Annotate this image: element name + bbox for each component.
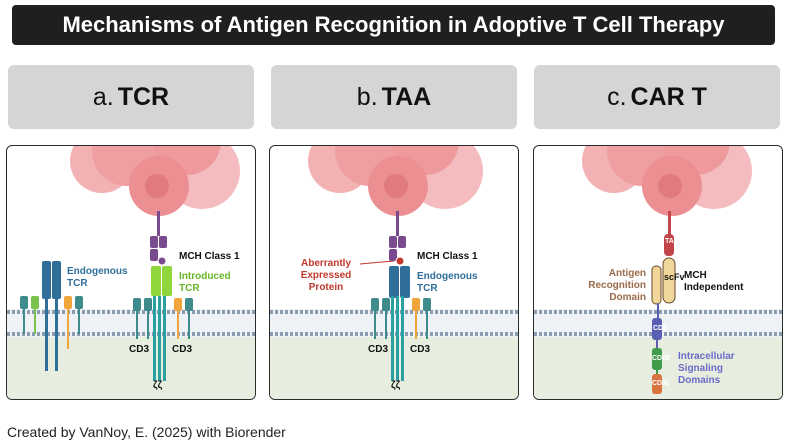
endogenous-tcr-label: Endogenous TCR xyxy=(67,266,128,289)
header-name: TCR xyxy=(117,82,170,111)
cd28-label: CD28 xyxy=(652,355,670,362)
mhc-class-1-label: MCH Class 1 xyxy=(417,251,478,262)
cd3-left-label: CD3 xyxy=(368,344,389,355)
aberrant-pointer-line xyxy=(359,260,395,265)
header-letter: c. xyxy=(607,82,627,111)
cd3-left-label: CD3 xyxy=(129,344,150,355)
tcr-illustration xyxy=(7,146,255,399)
endogenous-tcr-label: Endogenous TCR xyxy=(417,271,478,294)
header-letter: b. xyxy=(356,82,378,111)
antigen-recognition-domain-label: Antigen Recognition Domain xyxy=(588,268,646,303)
panel-car-t: TAA scFv Antigen Recognition Domain MCH … xyxy=(533,145,783,400)
zeta-chain-label: ζζ xyxy=(153,380,163,391)
aberrant-protein-label: Aberrantly Expressed Protein xyxy=(300,258,352,293)
header-letter: a. xyxy=(92,82,114,111)
page-title: Mechanisms of Antigen Recognition in Ado… xyxy=(12,5,775,45)
panel-tcr: Endogenous TCR MCH Class 1 Introduced TC… xyxy=(6,145,256,400)
scfv-domain xyxy=(662,257,676,304)
cd3z-domain xyxy=(652,374,662,394)
cd3-right-label: CD3 xyxy=(410,344,431,355)
tumor-cell-cluster xyxy=(582,146,752,216)
header-car-t: c. CAR T xyxy=(534,65,780,129)
cd8-label: CD8 xyxy=(653,325,668,332)
car-construct xyxy=(651,211,676,394)
taa-label: TAA xyxy=(665,238,679,245)
endogenous-tcr xyxy=(371,211,431,381)
cd8-domain xyxy=(652,318,662,340)
taa-marker xyxy=(664,234,674,256)
header-taa: b. TAA xyxy=(271,65,517,129)
introduced-tcr xyxy=(133,211,193,381)
header-name: TAA xyxy=(381,82,432,111)
panel-taa: Aberrantly Expressed Protein MCH Class 1… xyxy=(269,145,519,400)
intracellular-signaling-label: Intracellular Signaling Domains xyxy=(678,351,735,386)
taa-illustration xyxy=(270,146,518,399)
credit-text: Created by VanNoy, E. (2025) with Bioren… xyxy=(7,424,286,440)
mhc-class-1-label: MCH Class 1 xyxy=(179,251,240,262)
cell-membrane xyxy=(7,309,255,337)
tumor-cell-cluster xyxy=(70,146,240,216)
car-t-illustration xyxy=(534,146,782,399)
cd3z-label: CD3ζ xyxy=(652,380,670,387)
mch-independent-label: MCH Independent xyxy=(684,270,744,293)
tumor-cell-cluster xyxy=(308,146,483,216)
cd3-right-label: CD3 xyxy=(172,344,193,355)
zeta-chain-label: ζζ xyxy=(391,380,401,391)
cd28-domain xyxy=(652,348,662,370)
endogenous-tcr xyxy=(20,261,83,371)
header-name: CAR T xyxy=(630,82,707,111)
header-tcr: a. TCR xyxy=(8,65,254,129)
introduced-tcr-label: Introduced TCR xyxy=(179,271,231,294)
scfv-label: scFv xyxy=(664,272,685,282)
